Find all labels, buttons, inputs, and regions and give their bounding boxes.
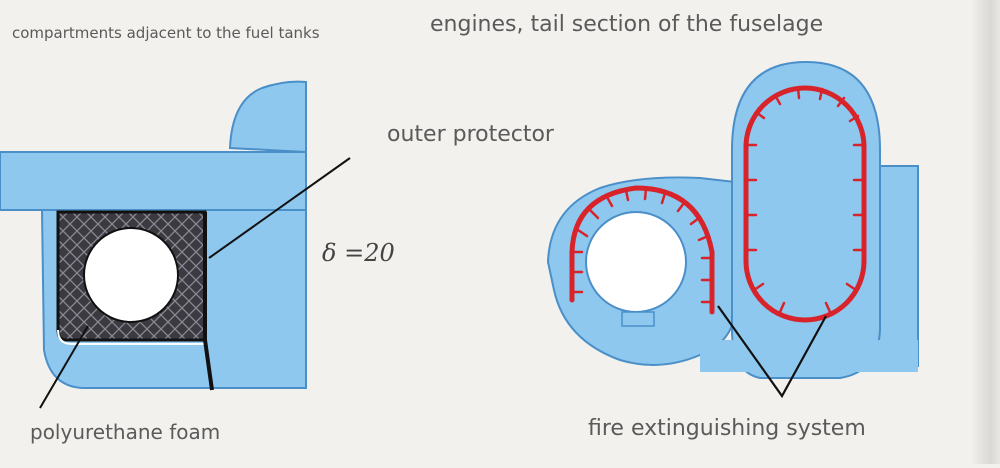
foam-leader — [39, 325, 89, 409]
outer-protector-leader — [208, 157, 351, 259]
extinguisher-line-left — [569, 185, 715, 315]
label-adjacent-compartments: compartments adjacent to the fuel tanks — [12, 24, 320, 42]
tank-pipe-right — [585, 211, 687, 313]
left-upper-body — [228, 80, 307, 154]
outer-protector-strip — [203, 212, 214, 391]
left-assembly — [0, 80, 351, 409]
label-fire-extinguishing: fire extinguishing system — [588, 416, 866, 441]
extinguisher-line-right — [743, 85, 867, 323]
fire-system-leader — [717, 305, 827, 399]
page-edge-shadow — [970, 0, 1000, 464]
label-engines-tail: engines, tail section of the fuselage — [430, 12, 824, 37]
left-wing-plate — [0, 151, 307, 211]
tank-pipe-left — [83, 227, 179, 323]
right-tall-housing — [731, 60, 881, 379]
right-assembly — [546, 60, 919, 399]
foam-lower-edge — [57, 329, 205, 345]
right-connector-base — [700, 340, 918, 372]
label-polyurethane-foam: polyurethane foam — [30, 420, 221, 444]
nozzles — [570, 86, 866, 314]
pipe-bracket — [621, 311, 655, 327]
label-outer-protector: outer protector — [387, 122, 554, 147]
label-thickness: δ =20 — [322, 239, 395, 267]
